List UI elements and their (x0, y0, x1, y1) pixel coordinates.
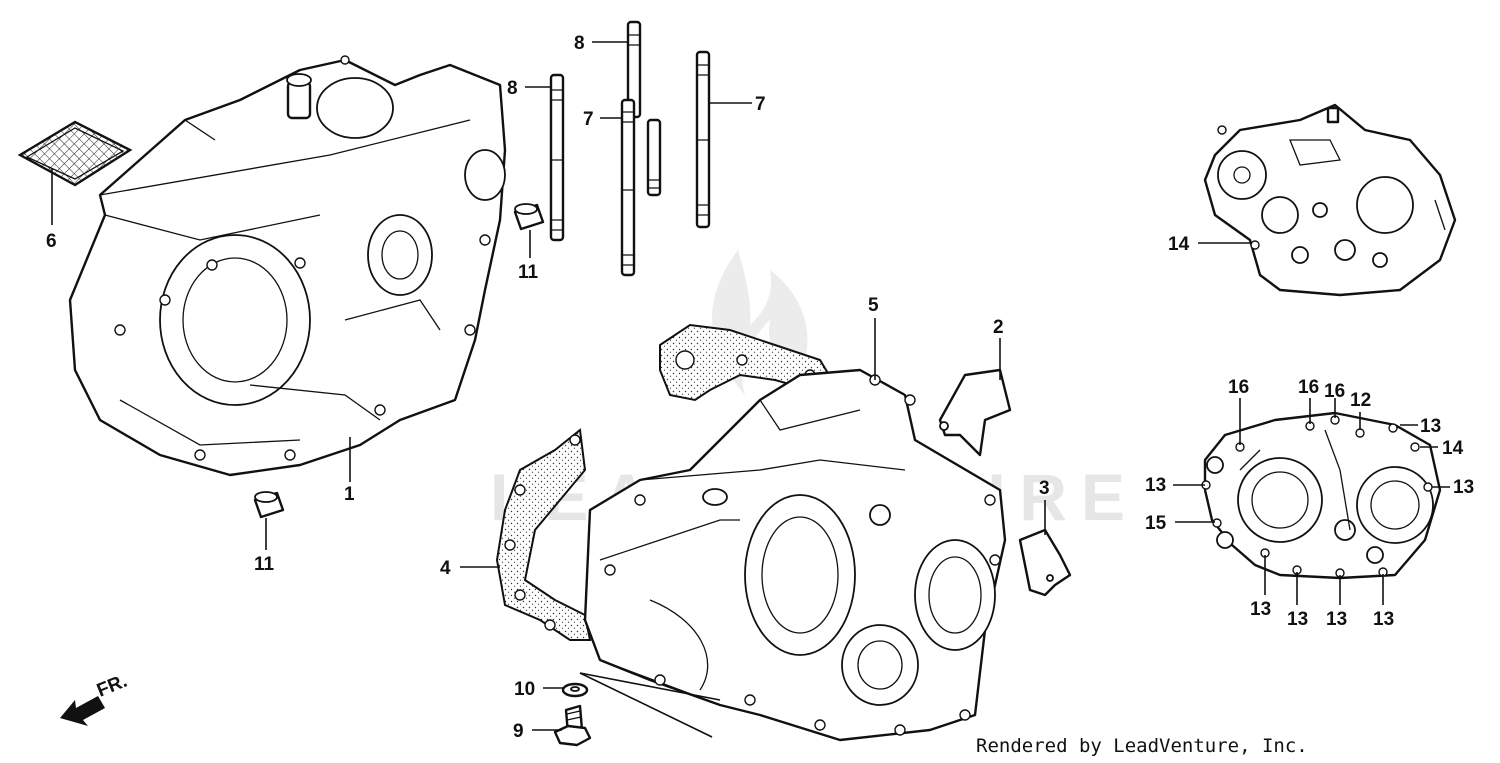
callouts: 1 2 3 4 5 6 7 7 8 8 9 10 11 11 12 13 13 … (46, 33, 1474, 742)
callout-1: 1 (344, 484, 355, 505)
callout-11-lower: 11 (254, 554, 275, 575)
crankcase-side-view-upper (1203, 103, 1457, 297)
callout-12: 12 (1350, 390, 1371, 411)
front-direction-arrow: FR. (60, 671, 130, 726)
part-1-left-crankcase (68, 55, 507, 477)
part-7-8-studs (549, 20, 711, 277)
callout-13-bottom-2: 13 (1287, 609, 1308, 630)
callout-8-top: 8 (574, 33, 585, 54)
callout-2: 2 (993, 317, 1004, 338)
callout-9: 9 (513, 721, 524, 742)
callout-13-top-right: 13 (1420, 416, 1441, 437)
right-crankcase (583, 368, 1007, 742)
part-3-guide-plate (1018, 528, 1072, 597)
callout-13-bottom-1: 13 (1250, 599, 1271, 620)
callout-7-left: 7 (583, 109, 594, 130)
part-10-washer (561, 682, 589, 698)
callout-13-right: 13 (1453, 477, 1474, 498)
callout-8-left: 8 (507, 78, 518, 99)
callout-15: 15 (1145, 513, 1167, 534)
callout-13-bottom-4: 13 (1373, 609, 1394, 630)
callout-11-upper: 11 (518, 262, 539, 283)
callout-14-lower: 14 (1442, 438, 1464, 459)
callout-13-bottom-3: 13 (1326, 609, 1347, 630)
callout-16-a: 16 (1228, 377, 1249, 398)
part-9-bolt (553, 704, 592, 747)
callout-16-c: 16 (1324, 381, 1345, 402)
callout-7-right: 7 (755, 94, 766, 115)
callout-13-left: 13 (1145, 475, 1166, 496)
part-6-strainer-screen (17, 120, 133, 187)
callout-10: 10 (514, 679, 535, 700)
callout-16-b: 16 (1298, 377, 1319, 398)
front-label: FR. (94, 671, 130, 702)
callout-6: 6 (46, 231, 57, 252)
credit-text: Rendered by LeadVenture, Inc. (976, 735, 1308, 757)
callout-5: 5 (868, 295, 879, 316)
crankcase-side-view-lower (1201, 411, 1442, 580)
leader-lines (51, 41, 1450, 738)
callout-14-upper: 14 (1168, 234, 1190, 255)
part-11-dowel-pins (253, 203, 545, 519)
part-2-bracket (938, 368, 1012, 457)
callout-3: 3 (1039, 478, 1050, 499)
callout-4: 4 (440, 558, 451, 579)
part-4-crankcase-gasket (495, 428, 592, 641)
